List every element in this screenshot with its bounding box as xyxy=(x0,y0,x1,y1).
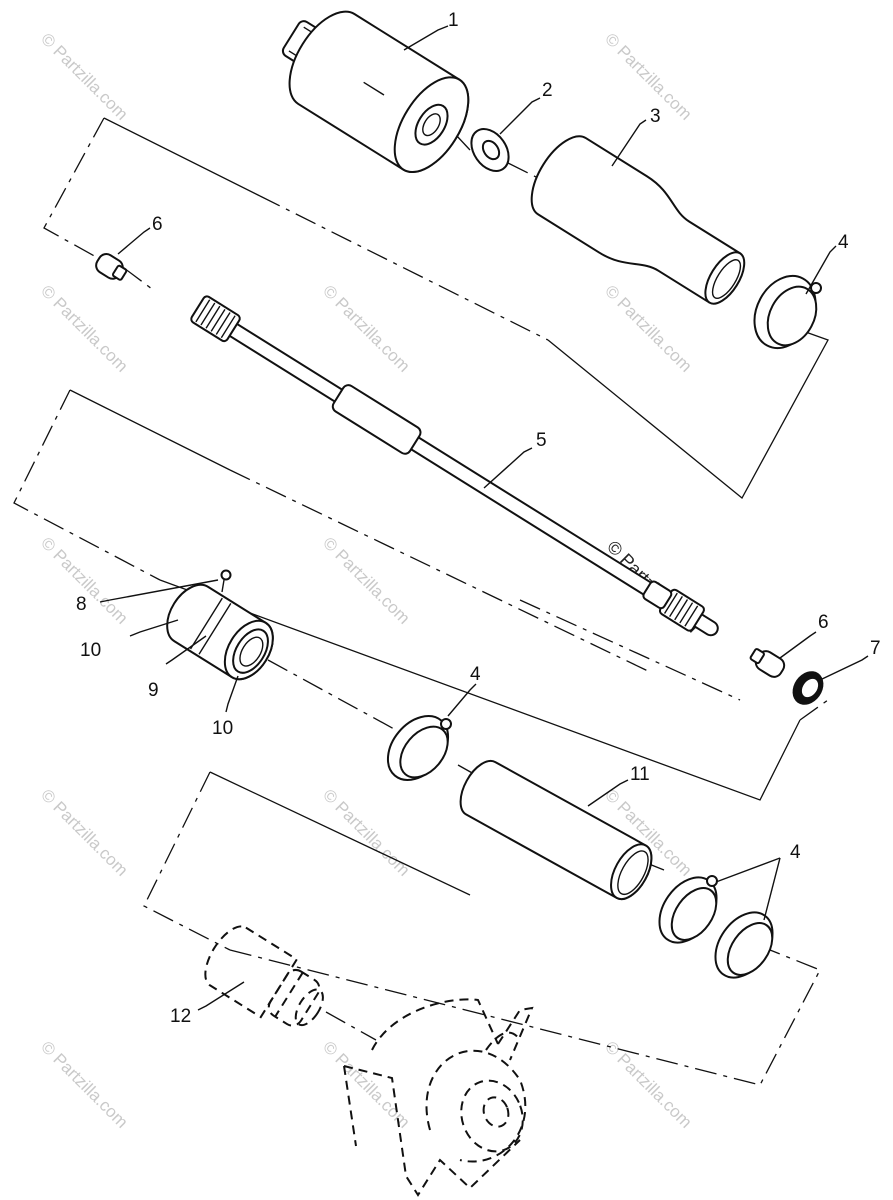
callout-4: 4 xyxy=(838,232,849,253)
leader-4-upper xyxy=(805,245,837,295)
part-11-tube xyxy=(459,759,653,901)
leader-6-lower xyxy=(779,631,817,659)
watermark: © Partzilla.com xyxy=(37,1037,131,1131)
part-9-bearing-carrier xyxy=(166,583,274,681)
lower-assembly-outline xyxy=(229,949,821,1086)
shaft-centerline xyxy=(123,267,157,293)
watermark: © Partzilla.com xyxy=(319,281,413,375)
leader-6-upper xyxy=(117,227,151,255)
upper-assembly-outline xyxy=(547,329,829,499)
upper-assembly-outline xyxy=(259,195,549,341)
watermark: © Partzilla.com xyxy=(319,785,413,879)
leader-4-lower-b xyxy=(763,857,781,921)
leader-4-middle xyxy=(447,683,477,717)
middle-assembly-outline xyxy=(229,469,651,673)
callout-4: 4 xyxy=(470,664,481,685)
leader-4-lower-a xyxy=(715,857,781,883)
part-1-coupler-housing xyxy=(281,10,470,174)
callout-6: 6 xyxy=(818,612,829,633)
watermark: © Partzilla.com xyxy=(37,29,131,123)
callout-2: 2 xyxy=(542,80,553,101)
part-12-coupler-hidden xyxy=(204,925,324,1027)
callout-12: 12 xyxy=(170,1006,191,1027)
callout-8: 8 xyxy=(76,594,87,615)
lower-assembly-outline xyxy=(143,771,231,951)
watermark: © Partzilla.com xyxy=(319,1037,413,1131)
leader-2 xyxy=(499,97,541,135)
part-4-clamp-middle xyxy=(386,715,452,781)
leader-5 xyxy=(483,447,533,489)
watermark: © Partzilla.com xyxy=(601,281,695,375)
leader-12 xyxy=(197,981,245,1011)
lower-assembly-outline xyxy=(209,771,471,896)
part-4-clamp-lower-left xyxy=(658,875,718,944)
leader-7 xyxy=(819,655,869,681)
watermark: © Partzilla.com xyxy=(319,533,413,627)
part-6-bushing-upper xyxy=(95,253,128,281)
part-8-grease-fitting xyxy=(220,569,232,593)
callout-11: 11 xyxy=(630,764,650,785)
phantom-engine-outline xyxy=(343,998,534,1197)
callout-5: 5 xyxy=(536,430,547,451)
part-6-bushing-lower xyxy=(749,648,786,678)
leader-lines xyxy=(99,25,869,1011)
watermark: © Partzilla.com xyxy=(601,1037,695,1131)
part-3-boot xyxy=(530,135,746,305)
watermark: © Partzilla.com xyxy=(37,785,131,879)
leader-10-bottom xyxy=(225,675,239,713)
callout-6: 6 xyxy=(152,214,163,235)
part-4-clamp-upper xyxy=(753,274,822,350)
lower-centerline xyxy=(325,1011,377,1041)
leader-9 xyxy=(165,635,207,665)
leader-11 xyxy=(587,779,629,807)
coupler-centerline xyxy=(455,134,471,151)
leader-1 xyxy=(403,25,449,51)
callout-1: 1 xyxy=(448,10,459,31)
upper-assembly-outline xyxy=(103,117,261,197)
middle-centerline xyxy=(267,659,397,731)
callout-9: 9 xyxy=(148,680,159,701)
callout-labels: 1 2 3 4 6 5 6 7 8 10 9 10 4 11 4 12 xyxy=(76,10,881,1027)
part-5-drive-shaft xyxy=(190,295,719,637)
middle-assembly-outline xyxy=(159,579,801,801)
callout-4: 4 xyxy=(790,842,801,863)
callout-3: 3 xyxy=(650,106,661,127)
middle-assembly-outline xyxy=(13,389,161,581)
watermark: © Partzilla.com xyxy=(37,281,131,375)
part-2-washer xyxy=(470,128,510,172)
callout-7: 7 xyxy=(870,638,881,659)
middle-assembly-outline xyxy=(799,699,829,721)
callout-10: 10 xyxy=(212,718,233,739)
leader-3 xyxy=(611,119,647,167)
part-4-clamp-lower-right xyxy=(714,911,774,979)
leader-10-left xyxy=(129,619,179,637)
watermark: © Partzilla.com xyxy=(601,29,695,123)
assembly-lines xyxy=(13,117,829,1086)
upper-assembly-outline xyxy=(43,117,105,259)
coupler-centerline xyxy=(507,162,547,183)
middle-assembly-outline xyxy=(519,599,741,701)
part-7-seal xyxy=(792,671,824,705)
leader-8 xyxy=(99,579,219,603)
callout-10: 10 xyxy=(80,640,101,661)
middle-assembly-outline xyxy=(69,389,231,471)
